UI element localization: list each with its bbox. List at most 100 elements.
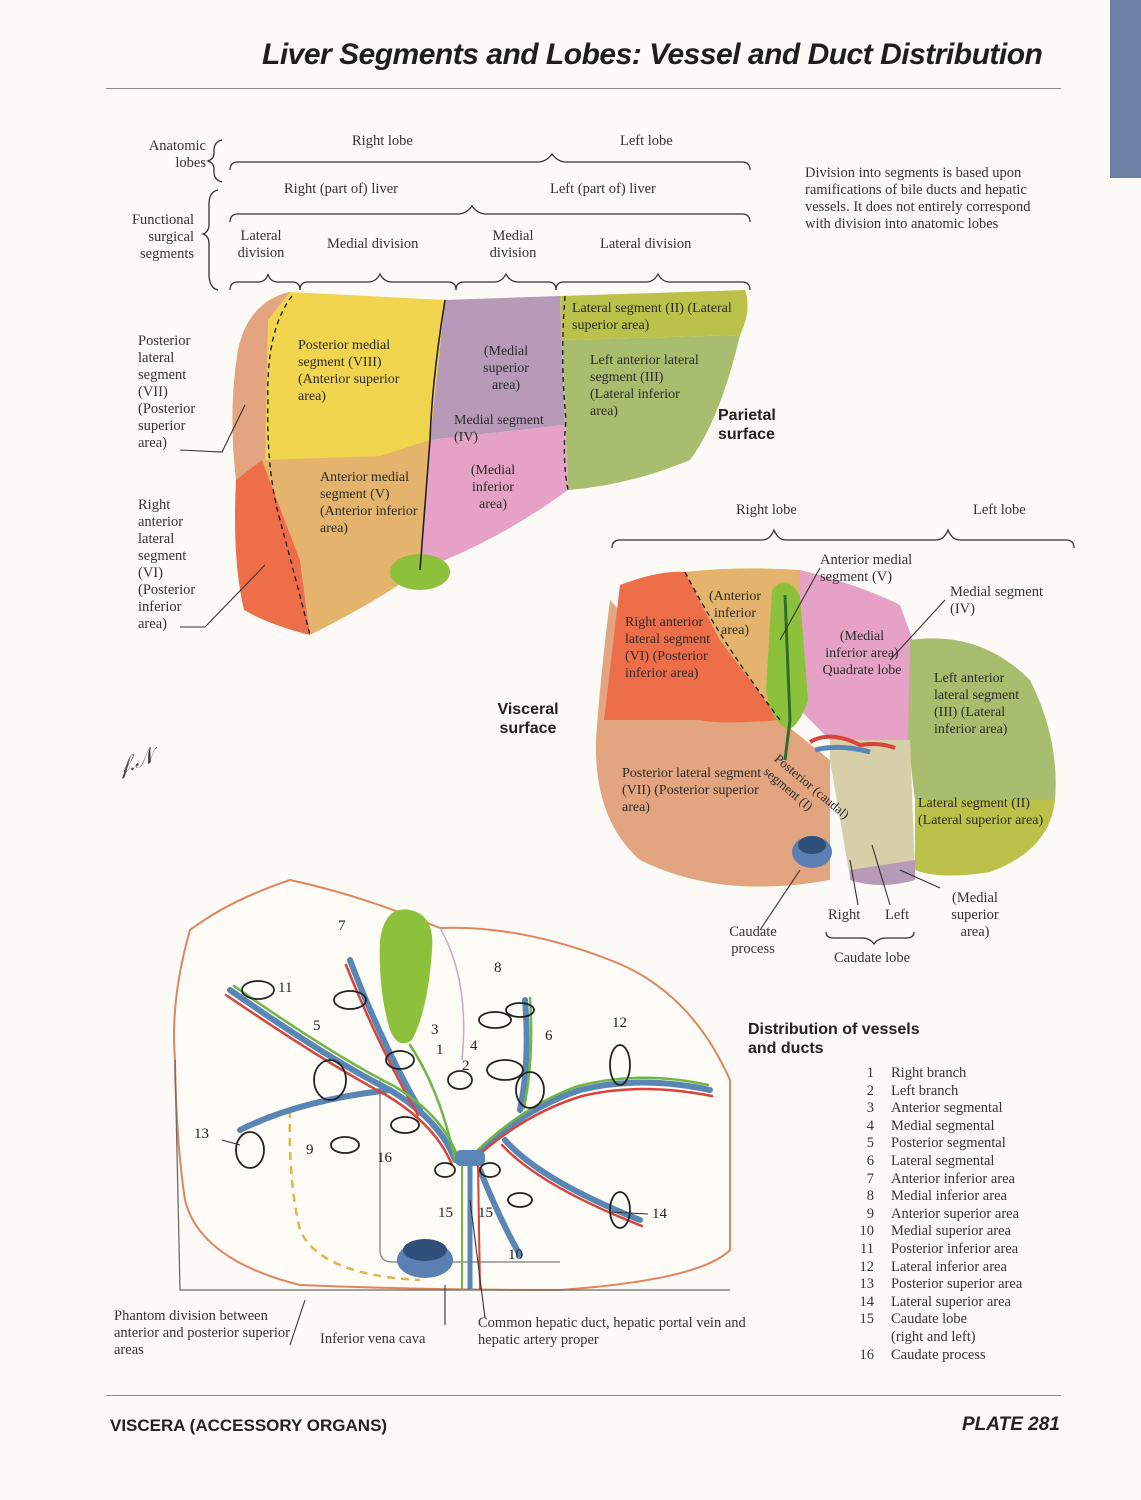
label-lateral-ii: Lateral segment (II) (Lateral superior a…: [572, 301, 732, 333]
legend-row: 16 Caudate process: [850, 1347, 986, 1365]
medial-div-brace-l: [455, 272, 557, 291]
label-medial-inferior: (Medial inferior area): [470, 463, 516, 512]
functional-brace: [200, 189, 219, 291]
callout-4: 4: [470, 1038, 478, 1054]
visceral-caudate-right: Right: [828, 907, 861, 923]
legend-number: 8: [866, 1188, 874, 1205]
legend-text: Lateral superior area: [891, 1293, 1011, 1310]
legend-text: Right branch: [891, 1065, 967, 1081]
visceral-medial-superior: (Medial superior area): [951, 890, 999, 940]
segment-iii-area: [562, 335, 740, 490]
label-medial-superior: (Medial superior area): [483, 344, 529, 393]
legend-number: 7: [866, 1170, 874, 1187]
callout-12: 12: [612, 1015, 627, 1031]
segment-v-area: [262, 440, 430, 635]
callout-15-left: 15: [478, 1205, 493, 1221]
legend-text: Posterior superior area: [891, 1276, 1023, 1293]
parietal-surface-label: Parietal surface: [718, 407, 776, 443]
functional-segments-label: Functional surgical segments: [131, 212, 194, 262]
legend-row: 7 Anterior inferior area: [850, 1171, 1015, 1189]
common-hepatic-label: Common hepatic duct, hepatic portal vein…: [478, 1315, 746, 1348]
visceral-right-anterior-vi: Right anterior lateral segment (VI) (Pos…: [625, 615, 711, 681]
header-medial-division-right: Medial division: [327, 236, 419, 252]
legend-text: Posterior inferior area: [891, 1241, 1019, 1257]
phantom-division-label: Phantom division between anterior and po…: [114, 1308, 290, 1358]
header-lateral-division-left: Lateral division: [600, 236, 692, 252]
legend-text: Medial superior area: [891, 1223, 1011, 1240]
footer-plate: PLATE 281: [962, 1414, 1060, 1435]
visceral-surface-label: Visceral surface: [497, 701, 559, 737]
callout-14: 14: [652, 1206, 667, 1222]
lateral-div-brace-l: [555, 272, 751, 291]
legend-text: Anterior inferior area: [891, 1170, 1015, 1187]
legend-number: 4: [866, 1117, 874, 1134]
callout-10: 10: [508, 1247, 523, 1263]
legend-number: 3: [866, 1100, 874, 1117]
visceral-medial-iv: Medial segment (IV): [950, 584, 1044, 617]
visceral-lateral-ii: Lateral segment (II) (Lateral superior a…: [918, 796, 1044, 828]
callout-7: 7: [338, 918, 346, 934]
visceral-caudate-left: Left: [885, 907, 910, 923]
visceral-liver: [595, 568, 1056, 887]
anatomic-lobes-label: Anatomic lobes: [148, 138, 206, 171]
parietal-liver: [232, 290, 748, 636]
legend-title: Distribution of vessels and ducts: [748, 1021, 920, 1057]
segment-iv-superior-area: [430, 296, 565, 440]
label-medial-iv: Medial segment (IV): [454, 413, 544, 445]
label-posterior-lateral-vii: Posterior lateral segment (VII) (Posteri…: [138, 333, 196, 451]
segment-ii-area: [560, 290, 748, 340]
legend-number: 2: [866, 1082, 874, 1099]
callout-1: 1: [436, 1042, 444, 1058]
liver-brace: [229, 204, 751, 223]
footer-section: VISCERA (ACCESSORY ORGANS): [110, 1416, 388, 1435]
gallbladder-distribution: [379, 909, 433, 1044]
ivc-label: Inferior vena cava: [320, 1331, 426, 1347]
title-rule: [106, 88, 1061, 89]
visceral-left-anterior-iii: Left anterior lateral segment (III) (Lat…: [934, 671, 1020, 737]
visceral-right-lobe: Right lobe: [736, 502, 797, 518]
legend-text: Left branch: [891, 1082, 959, 1099]
callout-16: 16: [377, 1150, 392, 1166]
segment-viii-area: [232, 292, 445, 480]
header-left-liver: Left (part of) liver: [550, 181, 656, 197]
callout-5: 5: [313, 1018, 321, 1034]
legend-number: 12: [859, 1258, 875, 1275]
segment-iv-inferior-area: [420, 425, 568, 570]
callout-9: 9: [306, 1142, 314, 1158]
header-right-lobe: Right lobe: [352, 133, 413, 149]
legend-text: Lateral inferior area: [891, 1258, 1007, 1275]
label-left-anterior-iii: Left anterior lateral segment (III) (Lat…: [590, 353, 699, 419]
legend-row: 2 Left branch: [850, 1083, 958, 1101]
lobe-brace-top: [229, 152, 751, 171]
callout-3: 3: [431, 1022, 439, 1038]
legend-text: Caudate process: [891, 1346, 986, 1363]
visceral-left-lobe: Left lobe: [973, 502, 1026, 518]
label-anterior-medial-v: Anterior medial segment (V) (Anterior in…: [320, 470, 418, 536]
segment-vii-area: [232, 292, 290, 480]
legend-number: 16: [859, 1346, 875, 1363]
chapter-tab: [1110, 0, 1141, 178]
header-lateral-division-right: Lateral division: [237, 228, 285, 261]
header-right-liver: Right (part of) liver: [284, 181, 398, 197]
label-right-anterior-vi: Right anterior lateral segment (VI) (Pos…: [138, 497, 196, 632]
legend-text: Posterior segmental: [891, 1135, 1006, 1152]
legend-text: Medial segmental: [891, 1117, 995, 1134]
caudate-brace: [825, 931, 915, 946]
legend-text: Anterior superior area: [891, 1205, 1020, 1222]
page-title: Liver Segments and Lobes: Vessel and Duc…: [262, 38, 1043, 71]
distribution-diagram: [173, 878, 731, 1292]
legend-number: 9: [866, 1205, 874, 1222]
visceral-caudate-lobe: Caudate lobe: [833, 950, 911, 966]
legend-number: 14: [859, 1293, 875, 1310]
legend-number: 1: [866, 1065, 874, 1081]
callout-8: 8: [494, 960, 502, 976]
legend-row: 9 Anterior superior area: [850, 1206, 1019, 1224]
visceral-anterior-inferior: (Anterior inferior area): [708, 589, 762, 638]
callout-15-right: 15: [438, 1205, 453, 1221]
